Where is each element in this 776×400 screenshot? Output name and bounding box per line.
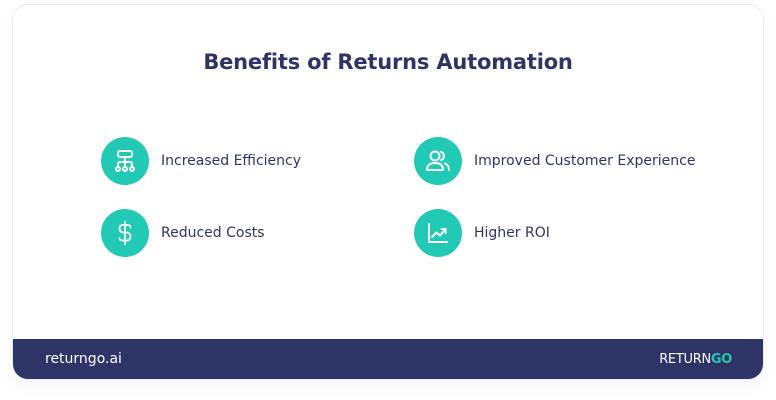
benefits-card: Benefits of Returns Automation Increased… xyxy=(12,4,764,380)
brand-logo: RETURNGO xyxy=(659,352,732,367)
benefit-item-efficiency: Increased Efficiency xyxy=(101,137,301,185)
benefit-label: Higher ROI xyxy=(474,225,550,241)
dollar-icon xyxy=(101,209,149,257)
page-title: Benefits of Returns Automation xyxy=(203,50,573,74)
brand-logo-part2: GO xyxy=(710,351,732,367)
benefit-item-roi: Higher ROI xyxy=(414,209,550,257)
benefit-item-costs: Reduced Costs xyxy=(101,209,265,257)
benefit-label: Improved Customer Experience xyxy=(474,153,696,169)
hierarchy-icon xyxy=(101,137,149,185)
brand-logo-part1: RETURN xyxy=(659,351,711,367)
footer-bar: returngo.ai RETURNGO xyxy=(13,339,763,379)
users-icon xyxy=(414,137,462,185)
chart-trend-up-icon xyxy=(414,209,462,257)
benefit-item-customer-experience: Improved Customer Experience xyxy=(414,137,695,185)
website-link[interactable]: returngo.ai xyxy=(45,351,122,367)
benefit-label: Reduced Costs xyxy=(161,225,265,241)
benefit-label: Increased Efficiency xyxy=(161,153,302,169)
